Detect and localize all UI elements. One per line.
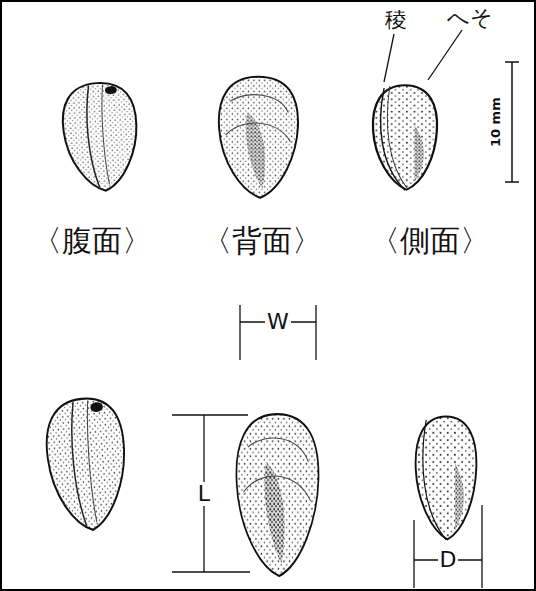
dimension-label: L — [196, 482, 212, 506]
dimension-label: W — [265, 310, 291, 334]
view-label: 〈側面〉 — [370, 224, 490, 257]
dimension-label: D — [438, 548, 459, 572]
part-label: 稜 — [385, 8, 407, 32]
view-label: 〈背面〉 — [202, 224, 322, 257]
view-label: 〈腹面〉 — [32, 224, 152, 257]
part-label: へそ — [447, 6, 493, 30]
scale-label: 10 mm — [489, 97, 503, 147]
